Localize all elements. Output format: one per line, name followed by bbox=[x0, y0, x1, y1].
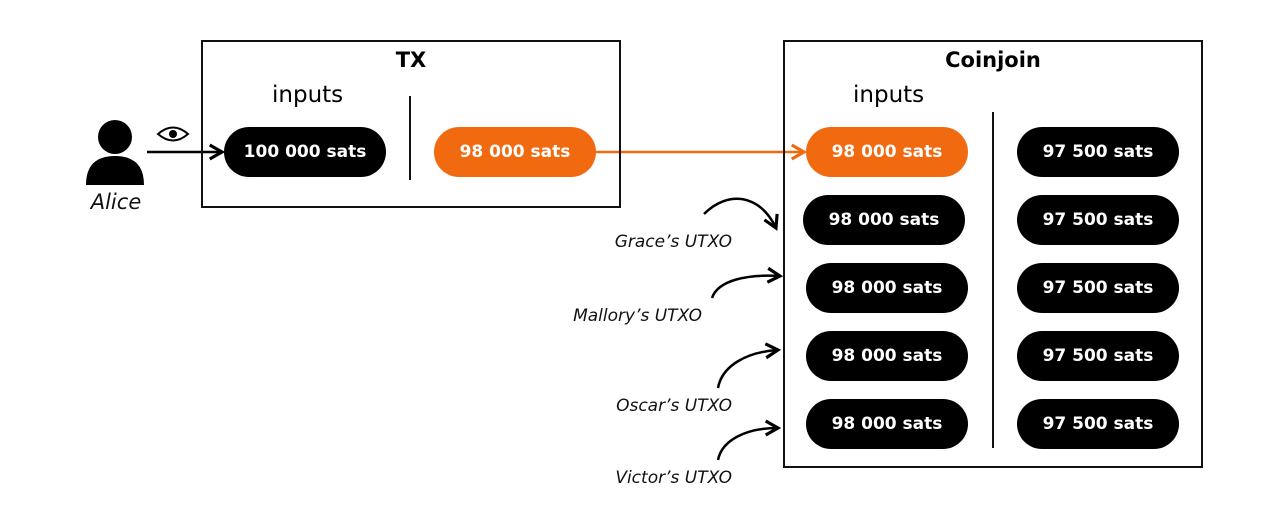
tx-output-pill: 98 000 sats bbox=[434, 127, 596, 177]
coinjoin-input-pill-mallory: 98 000 sats bbox=[806, 263, 968, 313]
person-name: Alice bbox=[90, 190, 142, 214]
victor-utxo-arrow bbox=[716, 419, 782, 461]
coinjoin-input-pill-oscar: 98 000 sats bbox=[806, 331, 968, 381]
oscar-utxo-arrow bbox=[716, 342, 782, 389]
grace-utxo-arrow bbox=[703, 197, 779, 231]
utxo-label-oscar: Oscar’s UTXO bbox=[616, 396, 732, 416]
tx-divider bbox=[409, 96, 411, 180]
coinjoin-input-pill-alice: 98 000 sats bbox=[806, 127, 968, 177]
coinjoin-title: Coinjoin bbox=[945, 48, 1041, 72]
coinjoin-input-pill-victor: 98 000 sats bbox=[806, 399, 968, 449]
tx-inputs-label: inputs bbox=[272, 82, 344, 108]
utxo-label-mallory: Mallory’s UTXO bbox=[573, 306, 702, 326]
coinjoin-output-pill: 97 500 sats bbox=[1017, 195, 1179, 245]
coinjoin-inputs-label: inputs bbox=[853, 82, 925, 108]
coinjoin-output-pill: 97 500 sats bbox=[1017, 331, 1179, 381]
coinjoin-divider bbox=[992, 112, 994, 448]
coinjoin-box: Coinjoin bbox=[783, 40, 1203, 468]
coinjoin-output-pill: 97 500 sats bbox=[1017, 127, 1179, 177]
tx-input-pill: 100 000 sats bbox=[224, 127, 386, 177]
utxo-label-grace: Grace’s UTXO bbox=[614, 232, 732, 252]
mallory-utxo-arrow bbox=[710, 266, 784, 299]
coinjoin-output-pill: 97 500 sats bbox=[1017, 263, 1179, 313]
coinjoin-output-pill: 97 500 sats bbox=[1017, 399, 1179, 449]
tx-title: TX bbox=[395, 48, 427, 72]
tx-box: TX bbox=[201, 40, 621, 208]
coinjoin-input-pill-grace: 98 000 sats bbox=[803, 195, 965, 245]
eye-icon bbox=[156, 126, 190, 142]
utxo-label-victor: Victor’s UTXO bbox=[615, 468, 732, 488]
user-icon bbox=[86, 120, 144, 185]
